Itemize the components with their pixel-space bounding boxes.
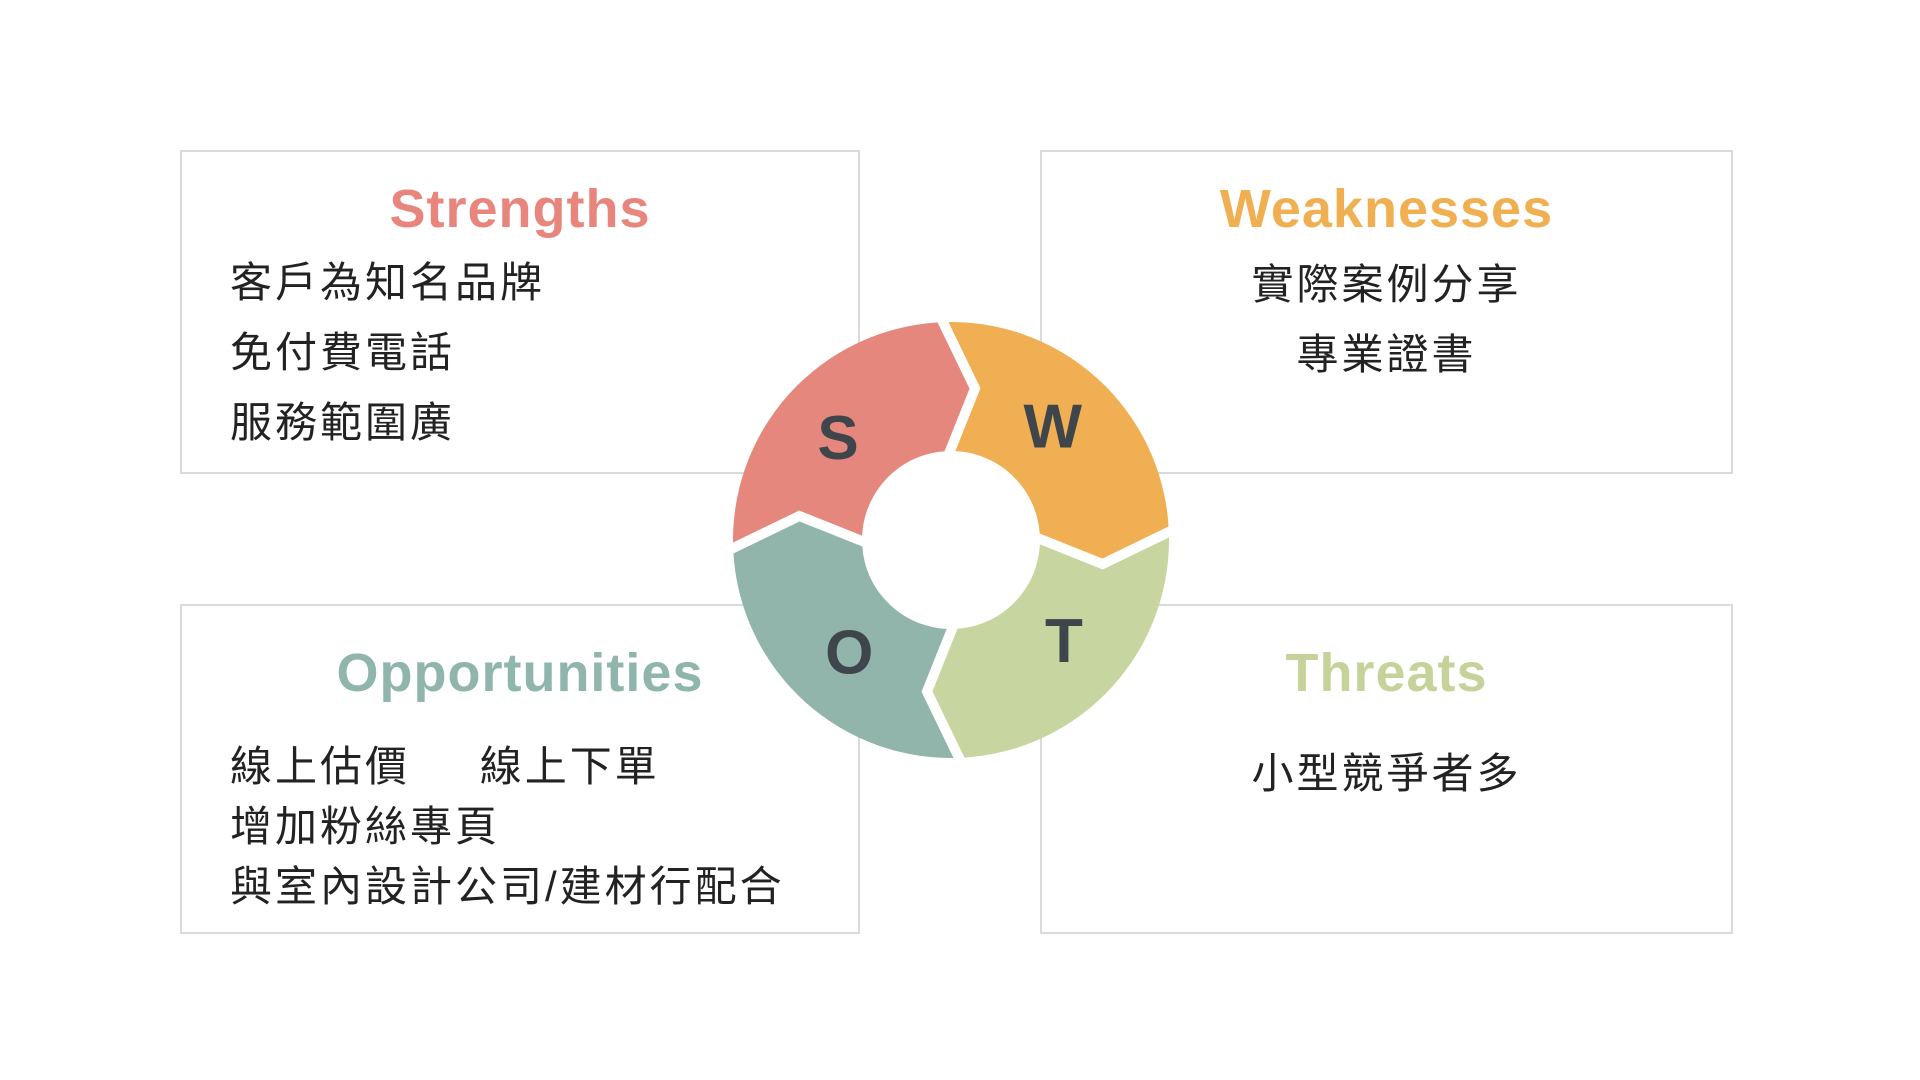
swot-wheel: S W T O	[723, 312, 1179, 768]
threat-item: 小型競爭者多	[1251, 750, 1522, 797]
weaknesses-title: Weaknesses	[1219, 179, 1554, 239]
wheel-segment-weaknesses	[939, 322, 1169, 565]
opportunities-title: Opportunities	[336, 643, 704, 703]
weakness-item: 專業證書	[1296, 331, 1477, 378]
opportunity-item: 增加粉絲專頁	[230, 803, 501, 850]
threats-title: Threats	[1285, 643, 1488, 703]
strengths-list: 客戶為知名品牌 免付費電話 服務範圍廣	[230, 248, 858, 458]
strength-item: 客戶為知名品牌	[230, 259, 546, 306]
strength-item: 服務範圍廣	[230, 399, 456, 446]
threats-list: 小型競爭者多	[1042, 744, 1731, 804]
opportunities-list: 線上估價 線上下單 增加粉絲專頁 與室內設計公司/建材行配合	[230, 737, 858, 917]
wheel-gap	[723, 510, 872, 557]
opportunity-item: 線上下單	[479, 743, 660, 790]
opportunities-box: Opportunities 線上估價 線上下單 增加粉絲專頁 與室內設計公司/建…	[180, 604, 860, 934]
wheel-letter-t: T	[1045, 607, 1083, 676]
wheel-segment-strengths	[733, 322, 976, 552]
wheel-letter-o: O	[825, 618, 873, 687]
opportunity-item: 與室內設計公司/建材行配合	[230, 863, 785, 910]
wheel-segment-opportunities	[733, 515, 963, 758]
threats-box: Threats 小型競爭者多	[1040, 604, 1733, 934]
weaknesses-box: Weaknesses 實際案例分享 專業證書	[1040, 150, 1733, 474]
strengths-title: Strengths	[389, 179, 651, 239]
wheel-gap	[934, 312, 981, 461]
wheel-segment-threats	[926, 528, 1169, 758]
wheel-letter-s: S	[817, 404, 858, 473]
wheel-letter-w: W	[1023, 393, 1082, 462]
opportunity-item-row: 線上估價 線上下單	[230, 737, 858, 797]
wheel-gap	[1030, 523, 1179, 570]
strength-item: 免付費電話	[230, 329, 456, 376]
weakness-item: 實際案例分享	[1251, 261, 1522, 308]
weaknesses-list: 實際案例分享 專業證書	[1042, 250, 1731, 390]
wheel-gap	[921, 619, 968, 768]
strengths-box: Strengths 客戶為知名品牌 免付費電話 服務範圍廣	[180, 150, 860, 474]
opportunity-item: 線上估價	[230, 743, 411, 790]
